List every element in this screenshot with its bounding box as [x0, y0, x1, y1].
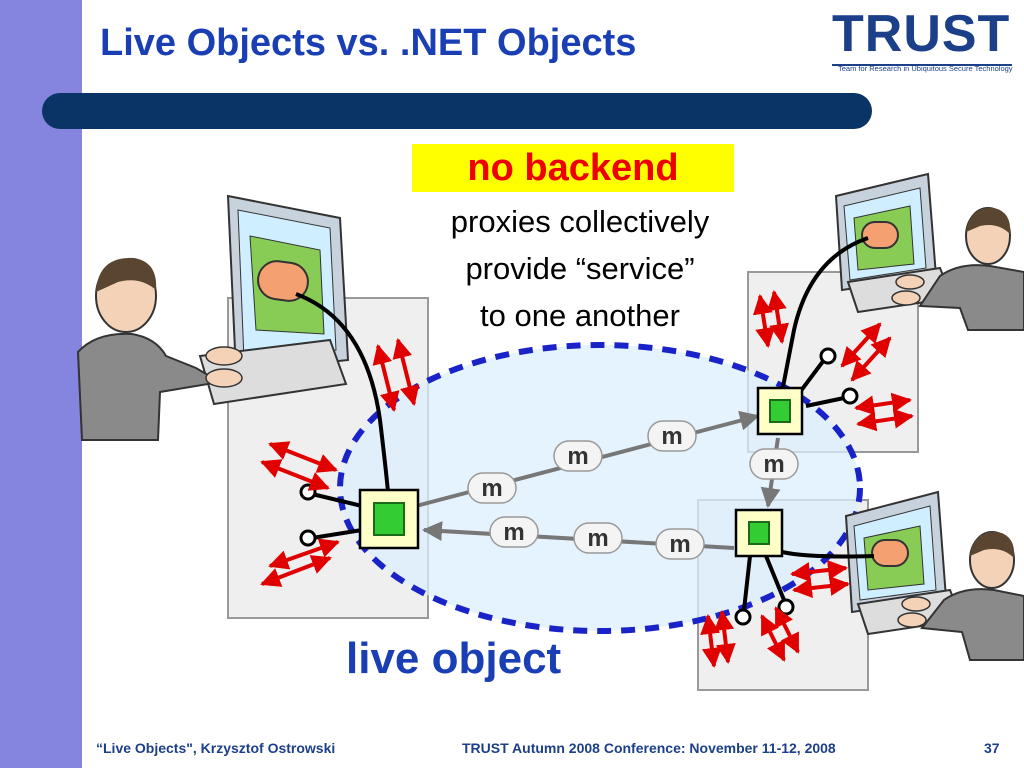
message-label-text: m: [567, 443, 588, 470]
trust-logo: TRUST Team for Research in Ubiquitous Se…: [832, 5, 1013, 73]
live-object-region: [337, 342, 863, 634]
red-arrow-tr-horizontal-1: [854, 392, 912, 416]
red-arrow-left-vertical-2: [392, 338, 420, 406]
red-arrow-tr-diagonal-2: [850, 336, 892, 382]
message-label: m: [553, 440, 603, 472]
message-label-text: m: [587, 525, 608, 552]
message-label-text: m: [503, 519, 524, 546]
message-label: m: [749, 448, 799, 480]
caption-line-1: proxies collectively: [450, 204, 710, 239]
red-arrow-tr-horizontal-2: [856, 408, 914, 432]
message-label: m: [489, 516, 539, 548]
message-label-text: m: [661, 423, 682, 450]
red-arrow-tr-vertical-2: [766, 290, 790, 344]
red-arrow-br-horizontal-2: [792, 576, 850, 598]
title-underline-bar: [42, 93, 872, 129]
connector-top-right-monitor: [780, 236, 869, 393]
red-arrow-left-vertical-1: [372, 344, 400, 412]
message-label-text: m: [763, 451, 784, 478]
red-arrow-br-diagonal-2: [774, 606, 800, 654]
message-label: m: [647, 420, 697, 452]
red-arrows: [260, 290, 914, 668]
logo-rule: [832, 64, 1012, 66]
red-arrow-left-top-2: [268, 441, 338, 473]
logo-tagline: Team for Research in Ubiquitous Secure T…: [838, 64, 1013, 73]
no-backend-callout: no backend: [412, 144, 734, 192]
message-label-text: m: [669, 531, 690, 558]
message-label: m: [467, 472, 517, 504]
red-arrow-left-bottom-2: [268, 538, 340, 570]
red-arrow-br-horizontal-1: [790, 560, 848, 582]
caption: proxies collectively provide “service” t…: [400, 198, 760, 339]
message-label: m: [573, 522, 623, 554]
message-label-text: m: [481, 475, 502, 502]
connector-bottom-right-monitor: [781, 550, 875, 559]
message-label: m: [655, 528, 705, 560]
footer-conference: TRUST Autumn 2008 Conference: November 1…: [462, 740, 836, 756]
proxy-top-right: [756, 386, 804, 436]
bottom-right-user-computer: [844, 490, 1024, 661]
slide-title: Live Objects vs. .NET Objects: [100, 22, 637, 64]
live-object-label: live object: [346, 634, 562, 683]
red-arrow-tr-vertical-1: [752, 294, 776, 348]
red-arrow-br-vertical-1: [700, 614, 722, 668]
caption-line-3: to one another: [480, 298, 680, 333]
footer-author: “Live Objects", Krzysztof Ostrowski: [96, 740, 336, 756]
footer-page-number: 37: [984, 740, 1000, 756]
proxy-left: [358, 488, 420, 550]
red-arrow-br-vertical-2: [714, 610, 736, 664]
top-right-user-computer: [834, 172, 1024, 331]
logo-wordmark: TRUST: [832, 5, 1011, 63]
left-user-computer: [76, 194, 350, 441]
proxy-bottom-right: [734, 508, 784, 558]
caption-line-2: provide “service”: [465, 251, 695, 286]
